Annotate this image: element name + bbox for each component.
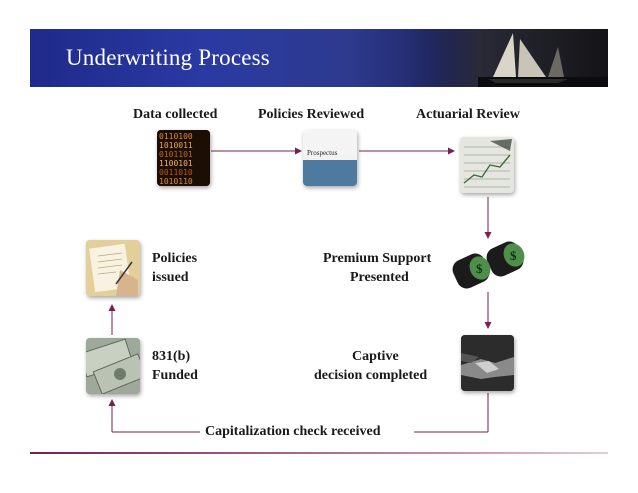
label-policies: Policies <box>152 251 198 266</box>
label-funded: Funded <box>152 368 198 383</box>
page-title: Underwriting Process <box>66 45 270 70</box>
footer-divider <box>30 452 608 454</box>
chart-papers-icon <box>460 137 514 193</box>
label-831b: 831(b) <box>152 349 191 364</box>
signing-document-icon <box>86 240 140 296</box>
svg-text:0110100: 0110100 <box>159 132 193 141</box>
money-bills-icon <box>86 338 140 394</box>
svg-text:1010110: 1010110 <box>159 177 193 186</box>
label-actuarial-review: Actuarial Review <box>416 107 520 122</box>
label-capitalization: Capitalization check received <box>205 424 381 439</box>
label-presented: Presented <box>350 270 409 285</box>
label-premium-support: Premium Support <box>323 251 432 266</box>
sailboat-photo <box>408 29 608 87</box>
label-decision-completed: decision completed <box>314 368 428 383</box>
label-captive: Captive <box>352 349 399 364</box>
svg-text:1100101: 1100101 <box>159 159 193 168</box>
binary-data-icon: 0110100 1010011 0101101 1100101 0011010 … <box>157 130 210 186</box>
label-policies-reviewed: Policies Reviewed <box>258 107 365 122</box>
label-issued: issued <box>152 270 189 285</box>
binoculars-icon: $ $ <box>452 238 532 292</box>
handshake-icon <box>461 335 514 391</box>
prospectus-text: Prospectus <box>307 149 338 157</box>
svg-text:0011010: 0011010 <box>159 168 193 177</box>
svg-text:$: $ <box>510 248 517 263</box>
prospectus-document-icon: Prospectus <box>303 130 357 186</box>
svg-text:0101101: 0101101 <box>159 150 193 159</box>
svg-text:$: $ <box>476 261 483 276</box>
label-data-collected: Data collected <box>133 107 218 122</box>
title-banner: Underwriting Process <box>30 29 608 87</box>
svg-text:1010011: 1010011 <box>159 141 193 150</box>
